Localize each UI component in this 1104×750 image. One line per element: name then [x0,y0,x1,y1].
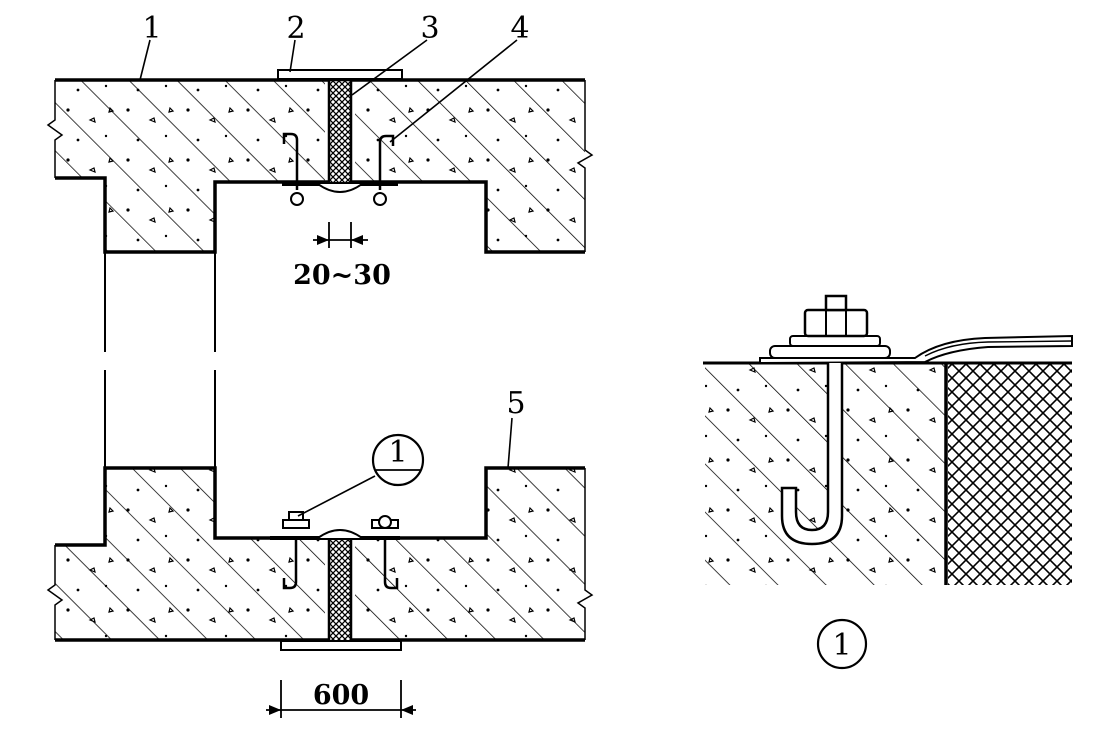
detail-view [703,294,1073,585]
cover-width-dimension [266,680,416,718]
wall-lines [104,252,216,468]
top-slab [46,69,594,254]
label-4: 4 [510,11,529,46]
label-3: 3 [420,11,439,46]
label-2: 2 [286,11,305,46]
detail-marker [371,433,425,487]
cover-width-label: 600 [313,680,369,711]
joint-width-label: 20~30 [293,260,391,291]
detail-caption-circle [816,618,868,670]
detail-caption-number: 1 [832,628,851,663]
label-1: 1 [142,11,161,46]
joint-width-dimension [313,222,368,248]
detail-marker-number: 1 [388,435,407,470]
leader-lines [139,39,518,517]
label-5: 5 [506,386,525,421]
bottom-slab [46,466,594,651]
